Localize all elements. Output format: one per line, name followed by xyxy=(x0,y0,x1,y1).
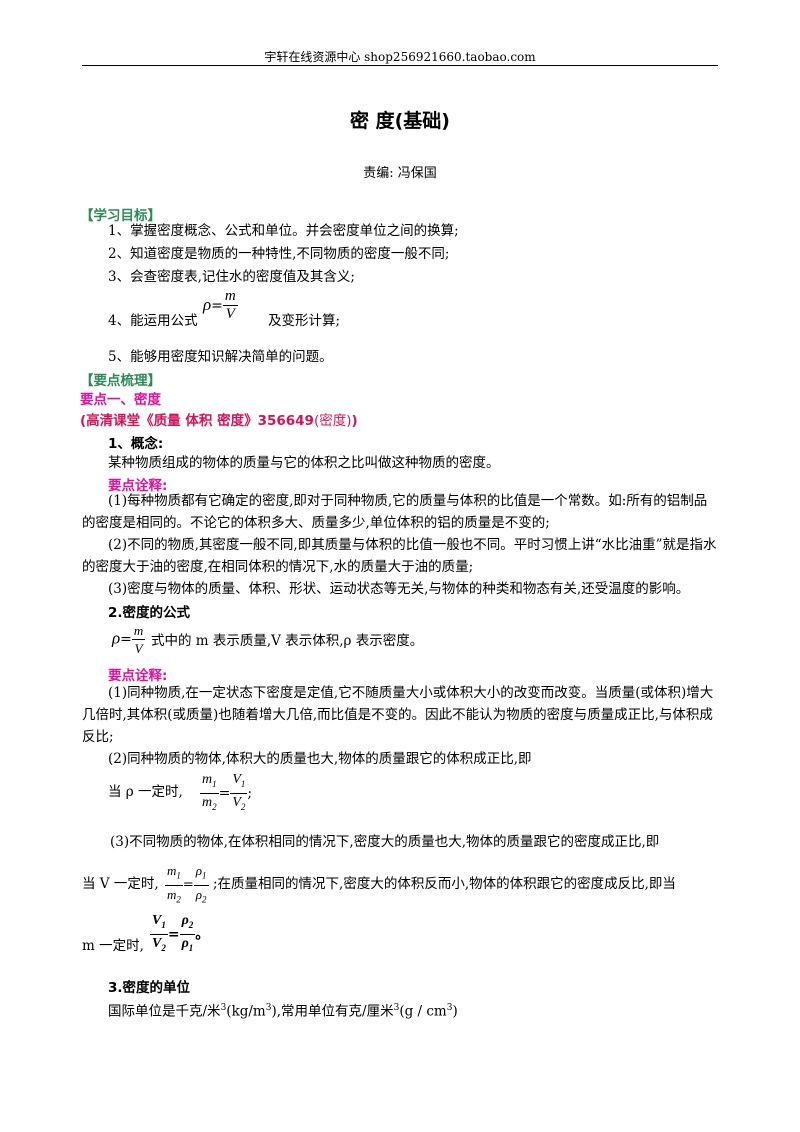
page-header: 宇轩在线资源中心 shop256921660.taobao.com xyxy=(264,50,536,64)
byline: 责编: 冯保国 xyxy=(363,166,437,181)
note-2-heading: 要点诠释: xyxy=(108,668,168,684)
note-2-v-constant-text: ;在质量相同的情况下,密度大的体积反而小,物体的体积跟它的密度成反比,即当 xyxy=(213,876,676,892)
course-reference: (高清课堂《质量 体积 密度》356649(密度)) xyxy=(80,413,358,429)
formula-explanation: 式中的 m 表示质量,V 表示体积,ρ 表示密度。 xyxy=(151,633,424,649)
note-1-paragraph-3: (3)密度与物体的质量、体积、形状、运动状态等无关,与物体的种类和物态有关,还受… xyxy=(108,581,690,597)
objectives-heading: 【学习目标】 xyxy=(80,208,161,224)
unit-text: 国际单位是千克/米3(kg/m3),常用单位有克/厘米3(g / cm3) xyxy=(108,1003,458,1020)
note-2-v-constant: 当 V 一定时, xyxy=(82,876,159,892)
note-1-paragraph-1: (1)每种物质都有它确定的密度,即对于同种物质,它的质量与体积的比值是一个常数。… xyxy=(82,493,708,531)
note-2-paragraph-2: (2)同种物质的物体,体积大的质量也大,物体的质量跟它的体积成正比,即 xyxy=(108,751,532,767)
objective-3: 3、会查密度表,记住水的密度值及其含义; xyxy=(108,269,355,285)
point-1-heading: 要点一、密度 xyxy=(80,392,161,408)
key-points-heading: 【要点梳理】 xyxy=(80,373,161,389)
objective-2: 2、知道密度是物质的一种特性,不同物质的密度一般不同; xyxy=(108,246,450,262)
note-2-m-constant: m 一定时, xyxy=(82,938,144,954)
note-2-rho-constant: 当 ρ 一定时, xyxy=(108,784,183,800)
objective-1: 1、掌握密度概念、公式和单位。并会密度单位之间的换算; xyxy=(108,223,459,239)
formula-heading: 2.密度的公式 xyxy=(108,605,191,621)
concept-text: 某种物质组成的物体的质量与它的体积之比叫做这种物质的密度。 xyxy=(108,455,500,471)
objective-4-suffix: 及变形计算; xyxy=(268,313,341,329)
unit-heading: 3.密度的单位 xyxy=(108,980,191,996)
objective-4-prefix: 4、能运用公式 xyxy=(108,313,198,329)
concept-heading: 1、概念: xyxy=(108,436,164,452)
objective-5: 5、能够用密度知识解决简单的问题。 xyxy=(108,349,333,365)
note-1-paragraph-2: (2)不同的物质,其密度一般不同,即其质量与体积的比值一般也不同。平时习惯上讲“… xyxy=(82,537,717,575)
note-2-paragraph-3: (3)不同物质的物体,在体积相同的情况下,密度大的质量也大,物体的质量跟它的密度… xyxy=(110,834,660,850)
document-title: 密 度(基础) xyxy=(350,110,450,132)
note-2-paragraph-1: (1)同种物质,在一定状态下密度是定值,它不随质量大小或体积大小的改变而改变。当… xyxy=(82,685,714,745)
note-1-heading: 要点诠释: xyxy=(108,478,168,494)
header-rule xyxy=(82,65,718,66)
